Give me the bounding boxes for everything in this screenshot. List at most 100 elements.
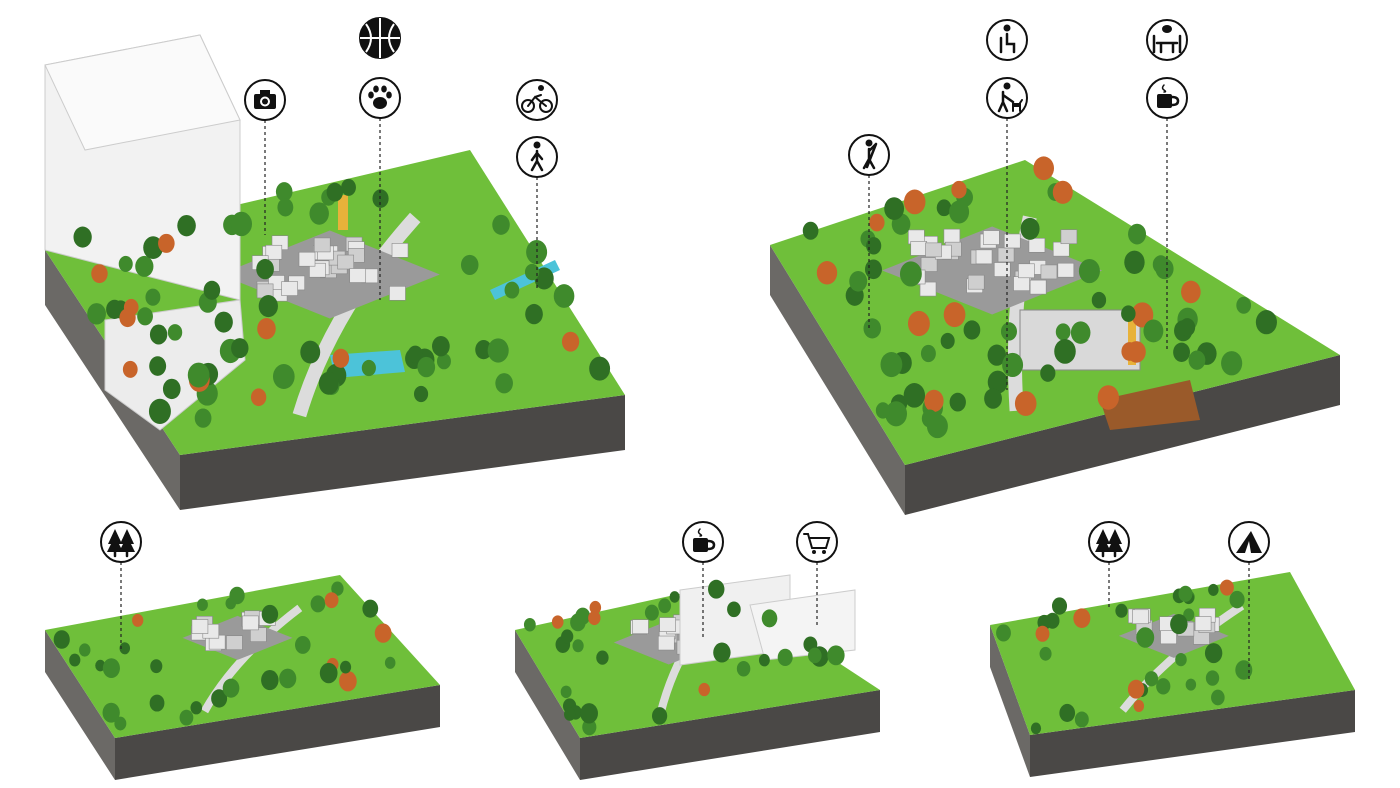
walking-path bbox=[292, 212, 421, 418]
autumn-tree bbox=[1133, 699, 1145, 712]
housing-unit bbox=[389, 285, 406, 301]
tree bbox=[1124, 250, 1145, 275]
housing-unit bbox=[1132, 609, 1149, 625]
tree bbox=[492, 214, 510, 235]
soil-side-front bbox=[580, 690, 880, 780]
meeting-table-icon bbox=[1146, 19, 1188, 61]
tree bbox=[413, 385, 429, 403]
plaza bbox=[1100, 380, 1200, 430]
tree bbox=[407, 345, 423, 364]
tree bbox=[1128, 223, 1147, 245]
tree bbox=[708, 579, 725, 599]
autumn-tree bbox=[1131, 302, 1154, 328]
soil-side-front bbox=[905, 355, 1340, 515]
tree bbox=[190, 701, 203, 715]
housing-unit bbox=[309, 262, 326, 278]
tree bbox=[727, 601, 741, 618]
tree bbox=[114, 716, 127, 731]
tree bbox=[384, 656, 396, 669]
tree bbox=[1115, 603, 1128, 618]
tree bbox=[149, 324, 168, 345]
autumn-tree bbox=[951, 180, 967, 199]
housing-unit bbox=[1057, 262, 1075, 278]
tree bbox=[362, 599, 379, 618]
tree bbox=[1204, 643, 1223, 664]
tree bbox=[1179, 318, 1196, 337]
autumn-tree bbox=[250, 388, 267, 407]
soil-side-left bbox=[770, 245, 905, 515]
housing-unit bbox=[349, 268, 367, 283]
autumn-tree bbox=[589, 600, 602, 615]
tree bbox=[523, 617, 536, 632]
tree bbox=[524, 263, 540, 281]
tree bbox=[1030, 722, 1042, 735]
tree bbox=[561, 629, 574, 644]
tree bbox=[177, 214, 196, 237]
soil-side-left bbox=[990, 625, 1030, 777]
housing-unit bbox=[265, 244, 283, 260]
autumn-tree bbox=[1033, 156, 1055, 181]
tree bbox=[761, 609, 778, 628]
block-main-right bbox=[770, 156, 1340, 515]
housing-unit bbox=[657, 635, 675, 651]
housing-unit bbox=[1028, 237, 1046, 253]
autumn-tree bbox=[907, 310, 930, 337]
housing-unit bbox=[993, 262, 1011, 277]
autumn-tree bbox=[698, 682, 711, 697]
tree bbox=[222, 678, 240, 698]
coffee-cup-icon bbox=[682, 521, 724, 563]
autumn-tree bbox=[551, 615, 564, 629]
housing-unit bbox=[313, 237, 331, 253]
block-small-3 bbox=[990, 572, 1355, 777]
housing-unit bbox=[975, 249, 993, 265]
tree bbox=[258, 294, 278, 318]
housing-unit bbox=[1013, 276, 1030, 291]
sitting-person-icon bbox=[986, 19, 1028, 61]
autumn-tree bbox=[339, 671, 357, 692]
housing-unit bbox=[281, 281, 298, 296]
tree bbox=[211, 689, 228, 708]
housing-unit bbox=[337, 254, 355, 270]
autumn-tree bbox=[1052, 180, 1073, 204]
tree bbox=[279, 668, 297, 689]
tree bbox=[758, 653, 770, 667]
autumn-tree bbox=[1073, 608, 1091, 628]
tree bbox=[229, 586, 245, 605]
tree bbox=[1055, 323, 1071, 341]
tree bbox=[1156, 678, 1171, 695]
autumn-tree bbox=[1097, 385, 1119, 410]
tree bbox=[899, 261, 922, 287]
autumn-tree bbox=[374, 623, 392, 643]
tree bbox=[880, 351, 903, 378]
tree bbox=[1185, 678, 1197, 691]
tree bbox=[102, 658, 120, 678]
tree bbox=[277, 198, 294, 217]
autumn-tree bbox=[332, 348, 350, 368]
tree bbox=[564, 707, 576, 721]
tree bbox=[417, 356, 436, 378]
tree bbox=[432, 336, 450, 357]
tree bbox=[1051, 597, 1068, 615]
tree bbox=[272, 364, 295, 390]
autumn-tree bbox=[132, 613, 144, 627]
autumn-tree bbox=[257, 318, 276, 340]
tree bbox=[1155, 258, 1174, 280]
shop-building bbox=[749, 589, 856, 661]
tree bbox=[1175, 652, 1187, 667]
autumn-tree bbox=[1127, 679, 1145, 699]
tree bbox=[1178, 585, 1193, 602]
tree bbox=[1074, 711, 1089, 728]
autumn-tree bbox=[816, 261, 838, 285]
paw-icon bbox=[359, 77, 401, 119]
basketball-icon bbox=[359, 17, 401, 59]
dog-walking-icon bbox=[986, 77, 1028, 119]
tree bbox=[589, 356, 611, 381]
tent-icon bbox=[1228, 521, 1270, 563]
tree bbox=[148, 398, 171, 424]
soil-side-left bbox=[515, 630, 580, 780]
tree bbox=[230, 211, 253, 237]
tree bbox=[940, 332, 955, 350]
tree bbox=[658, 598, 672, 614]
autumn-tree bbox=[324, 592, 339, 609]
tree bbox=[1255, 310, 1277, 335]
